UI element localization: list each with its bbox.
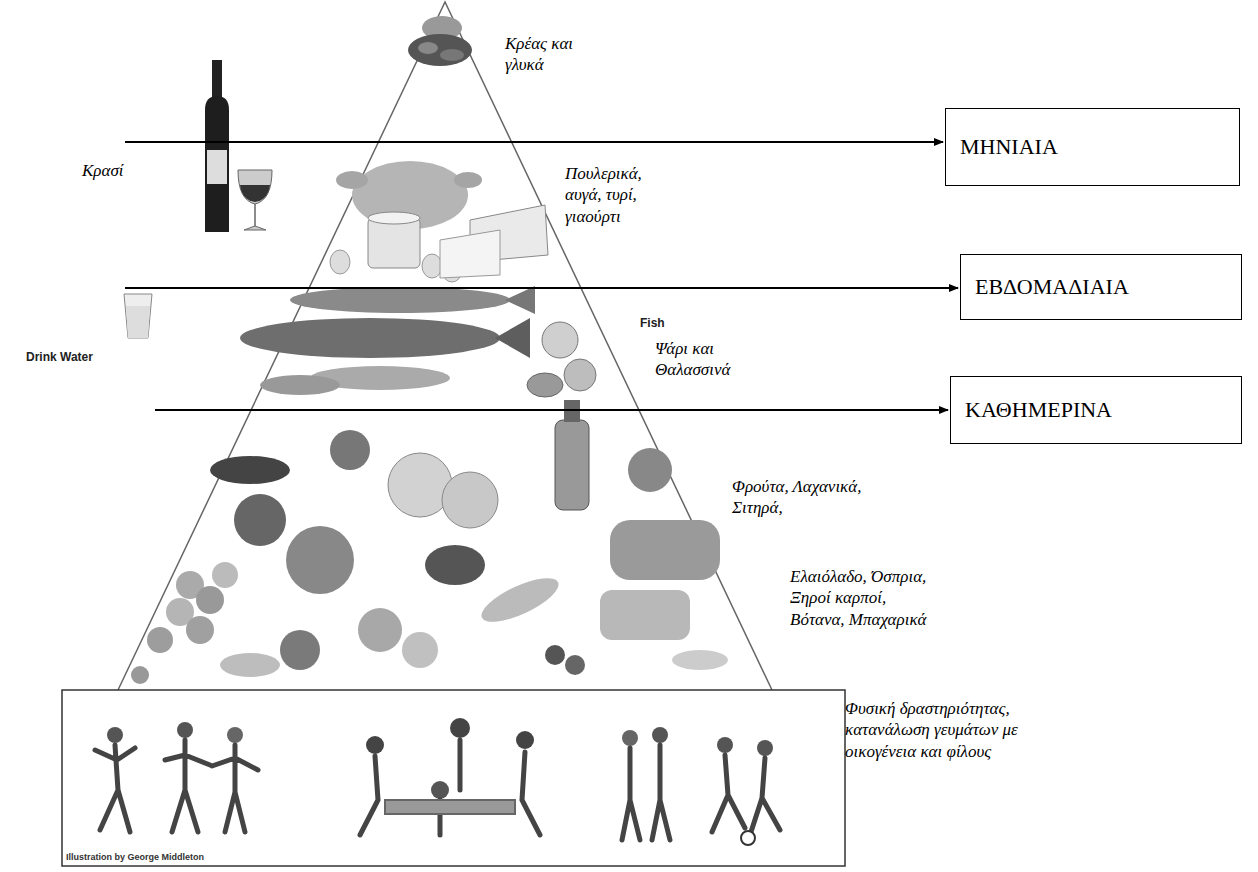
frequency-arrow xyxy=(155,409,948,411)
frequency-arrow xyxy=(125,287,958,289)
frequency-box: ΕΒΔΟΜΑΔΙΑΙΑ xyxy=(960,254,1242,320)
food-group-label: Κρέας και γλυκά xyxy=(505,33,600,76)
illustration-credit: Illustration by George Middleton xyxy=(66,852,326,863)
poultry-eggs-cheese xyxy=(330,161,548,282)
frequency-box: ΜΗΝΙΑΙΑ xyxy=(945,108,1240,186)
frequency-box: ΚΑΘΗΜΕΡΙΝΑ xyxy=(950,376,1242,444)
meat-sweets xyxy=(408,16,472,66)
pyramid-outline xyxy=(118,2,772,690)
activity-label: Φυσική δραστηριότητας, κατανάλωση γευμάτ… xyxy=(845,698,1025,762)
food-group-label: Φρούτα, Λαχανικά, Σιτηρά, xyxy=(732,476,902,519)
fish-seafood xyxy=(240,286,596,397)
people-activity xyxy=(95,718,780,845)
frequency-text: ΜΗΝΙΑΙΑ xyxy=(960,134,1058,160)
water-label: Drink Water xyxy=(26,350,136,365)
water-glass xyxy=(124,294,152,338)
wine-bottle xyxy=(205,60,272,232)
illustration-caption: Fish xyxy=(640,316,680,331)
fruits-vegetables xyxy=(131,400,728,684)
frequency-text: ΕΒΔΟΜΑΔΙΑΙΑ xyxy=(975,274,1129,300)
frequency-arrow xyxy=(125,141,943,143)
food-group-label: Ψάρι και Θαλασσινά xyxy=(655,338,765,381)
frequency-text: ΚΑΘΗΜΕΡΙΝΑ xyxy=(965,397,1112,423)
wine-label: Κρασί xyxy=(82,160,162,181)
food-group-label: Πουλερικά, αυγά, τυρί, γιαούρτι xyxy=(565,163,680,227)
food-group-label: Ελαιόλαδο, Όσπρια, Ξηροί καρποί, Βότανα,… xyxy=(790,566,935,630)
activity-panel xyxy=(62,690,845,866)
